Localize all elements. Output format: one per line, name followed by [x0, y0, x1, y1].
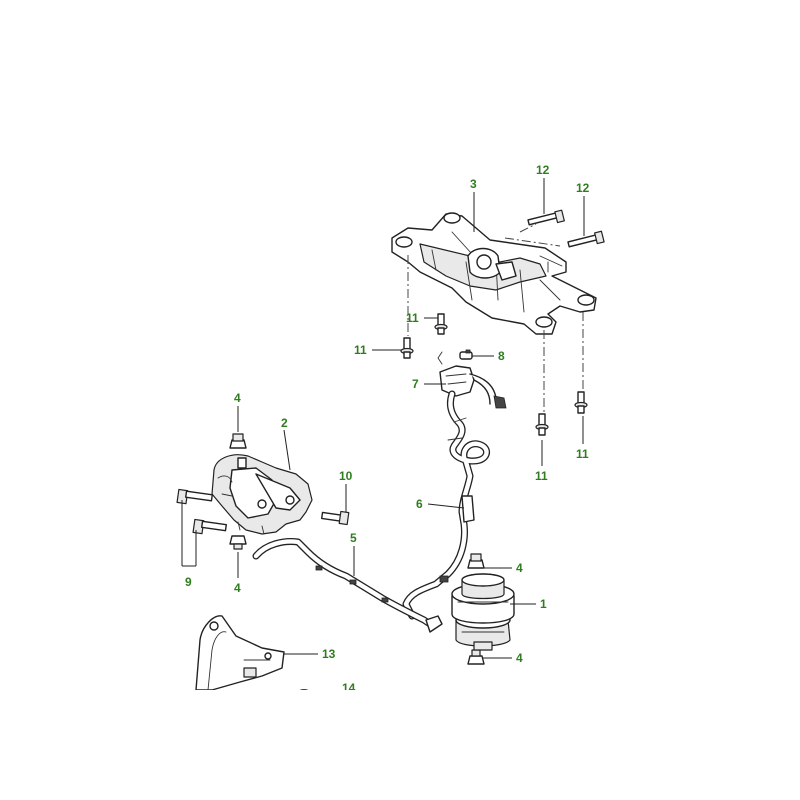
callout-10: 10: [339, 469, 353, 483]
bolt-10: [320, 510, 350, 526]
engine-mount-left: [211, 454, 313, 535]
callout-2: 2: [281, 416, 288, 430]
callout-4-bottom-right: 4: [516, 651, 523, 665]
callout-13: 13: [322, 647, 336, 661]
callout-4-bottom-left: 4: [234, 581, 241, 595]
callout-11-c: 11: [535, 469, 548, 483]
nut-4-bottom-right: [467, 649, 485, 665]
nut-4-top-left: [229, 433, 247, 449]
bolt-11-c: [535, 413, 549, 436]
subframe-crossmember: [391, 212, 597, 335]
bolt-11-b: [400, 337, 414, 359]
callout-5: 5: [350, 531, 357, 545]
callout-7: 7: [412, 377, 419, 391]
callout-4-top-right: 4: [516, 561, 523, 575]
nut-4-bottom-left: [229, 535, 247, 550]
callout-labels: 1 2 3 4 4 4 4 5 6 7 8 9 10 11 11 11 11 1…: [185, 163, 590, 695]
hose-fitting-8: [459, 349, 473, 360]
callout-12-a: 12: [536, 163, 550, 177]
bolt-9-upper: [176, 488, 213, 505]
bolt-11-d: [574, 391, 588, 414]
callout-1: 1: [540, 597, 547, 611]
bolt-9-lower: [192, 518, 228, 535]
callout-4-top-left: 4: [234, 391, 241, 405]
bracket-13: [195, 615, 285, 691]
callout-8: 8: [498, 349, 505, 363]
assembly-axes: [407, 223, 584, 412]
engine-mount-right: [451, 573, 515, 651]
vacuum-hose-5: [252, 538, 443, 633]
bolt-12-lower: [567, 230, 605, 248]
bottom-crop-mask: [0, 690, 800, 800]
callout-11-a: 11: [406, 311, 419, 325]
bolt-12-upper: [527, 209, 565, 226]
callout-3: 3: [470, 177, 477, 191]
leader-lines: [181, 178, 585, 659]
vacuum-hose-6: [402, 390, 490, 620]
callout-6: 6: [416, 497, 423, 511]
callout-12-b: 12: [576, 181, 590, 195]
vacuum-solenoid: [437, 351, 507, 409]
bolt-11-a: [434, 313, 448, 335]
callout-11-d: 11: [576, 447, 589, 461]
nut-4-top-right: [467, 553, 485, 569]
callout-11-b: 11: [354, 343, 367, 357]
callout-9: 9: [185, 575, 192, 589]
